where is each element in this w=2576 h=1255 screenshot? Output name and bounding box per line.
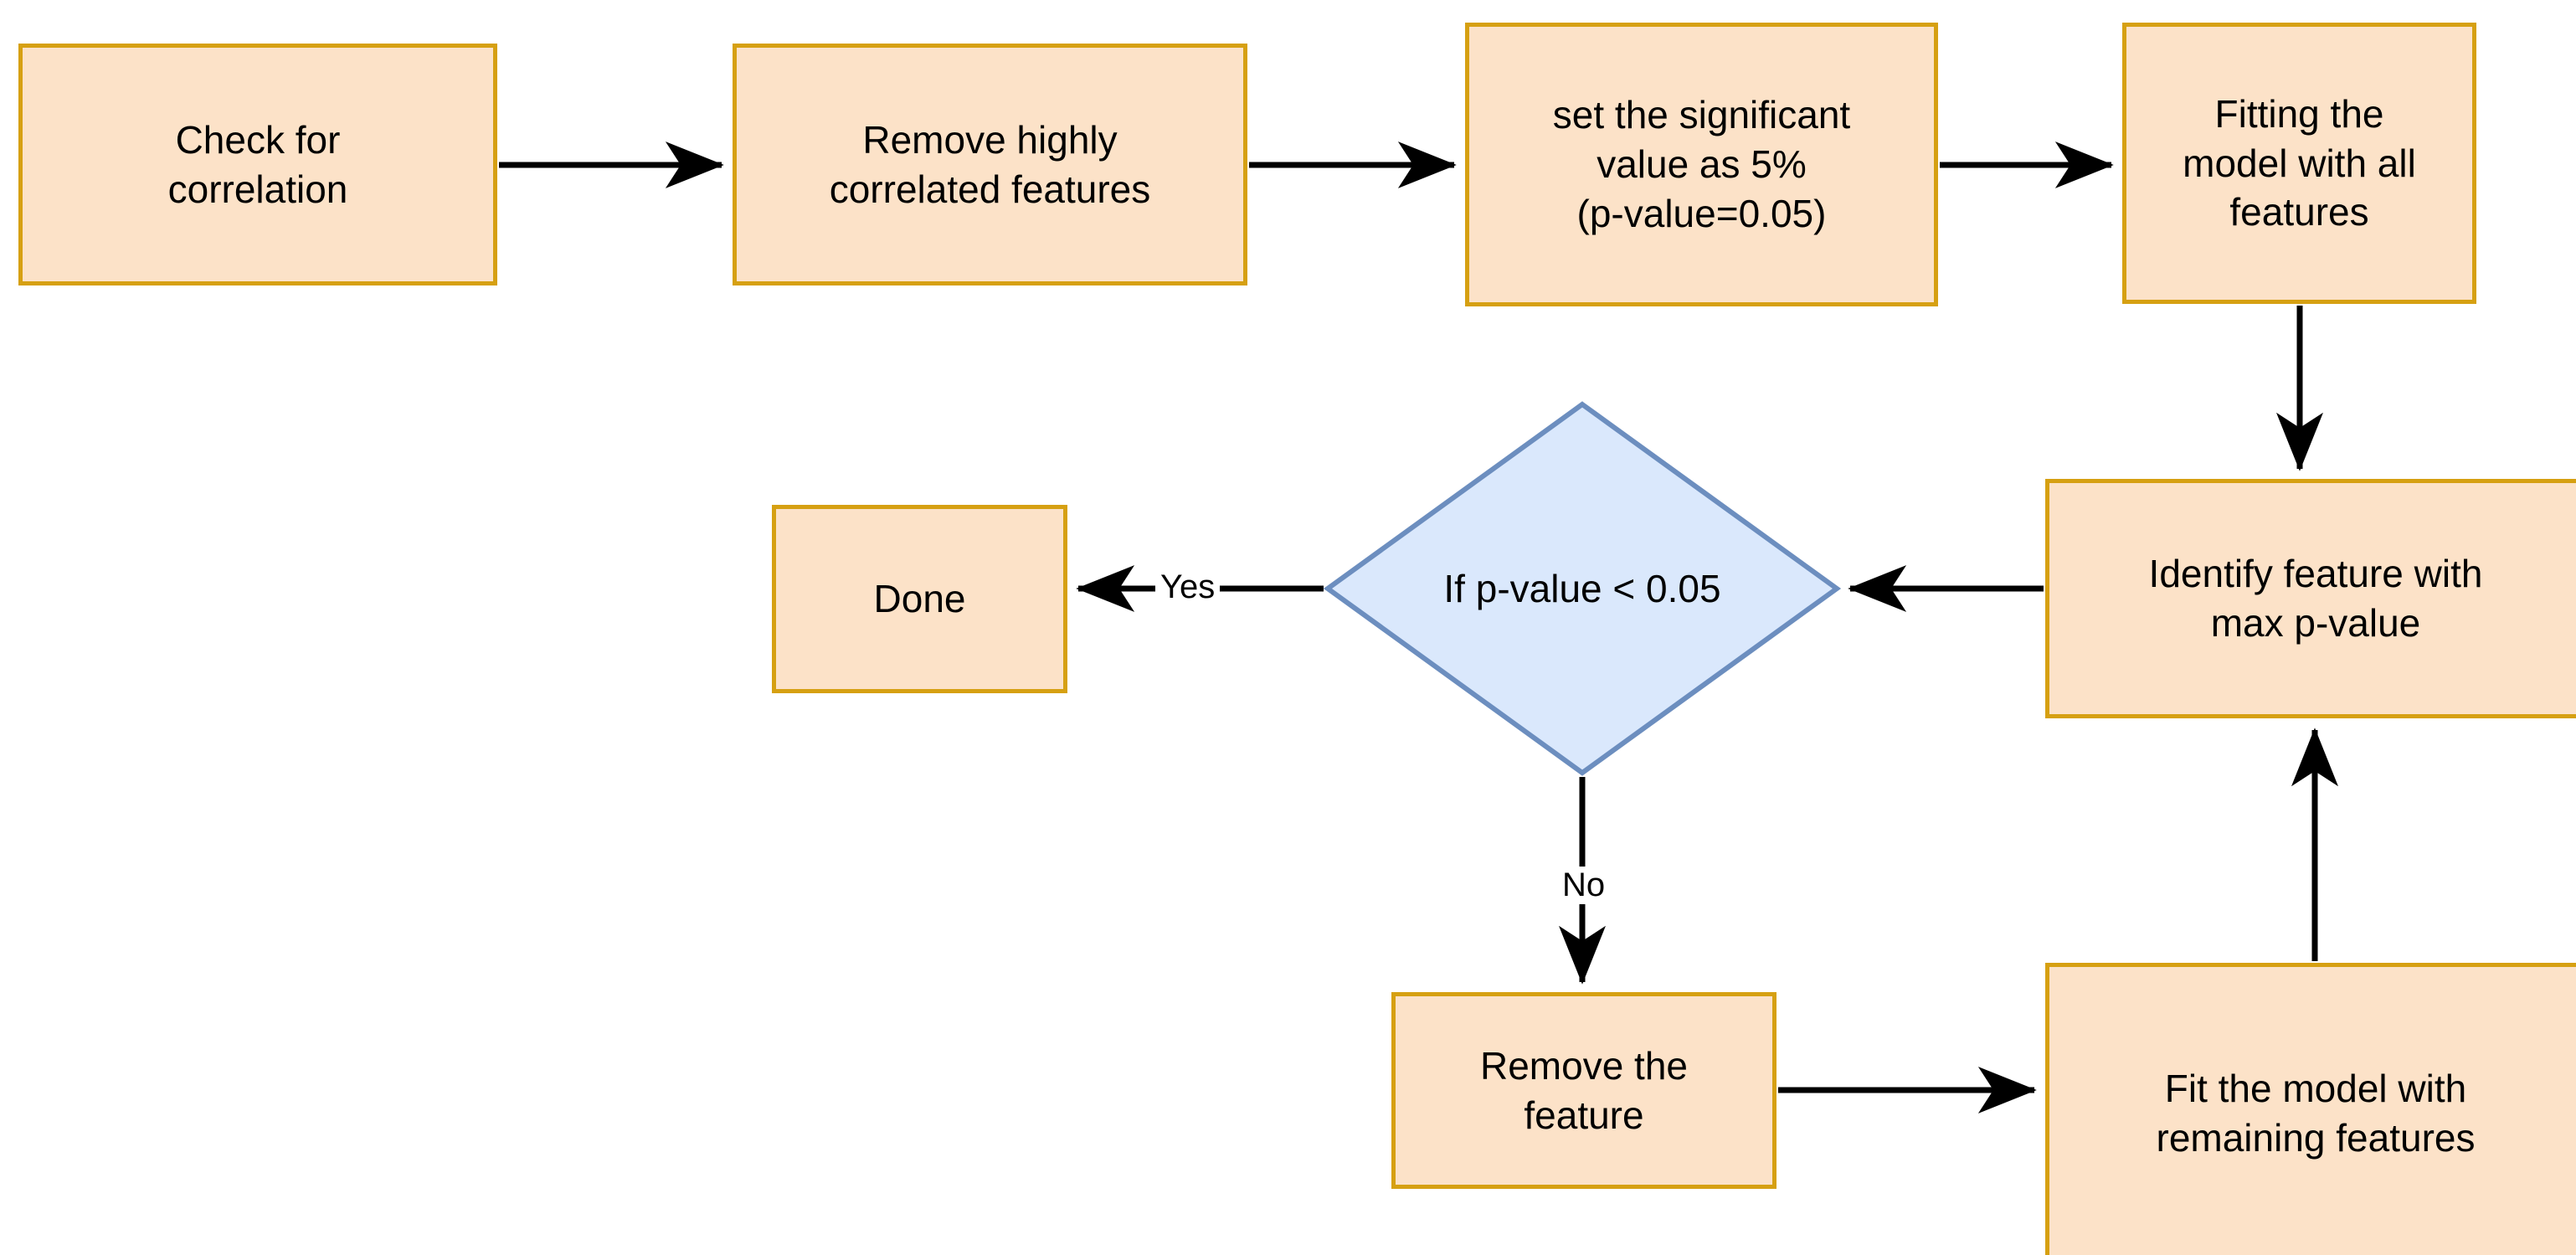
node-identify-max-pvalue[interactable]: Identify feature with max p-value	[2045, 479, 2576, 718]
node-remove-correlated[interactable]: Remove highly correlated features	[733, 44, 1247, 285]
node-label: Identify feature with max p-value	[2148, 552, 2483, 645]
edge-label-no: No	[1557, 867, 1611, 904]
node-label: set the significant value as 5% (p-value…	[1552, 93, 1851, 235]
node-done[interactable]: Done	[772, 505, 1067, 693]
node-decision-pvalue[interactable]: If p-value < 0.05	[1323, 401, 1842, 776]
edge-label-yes: Yes	[1155, 568, 1221, 606]
node-fit-remaining[interactable]: Fit the model with remaining features	[2045, 963, 2576, 1255]
node-label: Remove highly correlated features	[829, 117, 1151, 211]
node-remove-feature[interactable]: Remove the feature	[1391, 992, 1776, 1189]
node-set-significance[interactable]: set the significant value as 5% (p-value…	[1465, 23, 1938, 306]
node-label: Fit the model with remaining features	[2156, 1067, 2476, 1160]
node-label: Remove the feature	[1479, 1043, 1688, 1137]
node-label: Check for correlation	[167, 117, 348, 211]
node-fit-all-features[interactable]: Fitting the model with all features	[2122, 23, 2476, 304]
node-label: Fitting the model with all features	[2183, 91, 2416, 234]
node-label: Done	[873, 577, 966, 621]
node-check-correlation[interactable]: Check for correlation	[18, 44, 497, 285]
diamond-shape	[1323, 401, 1842, 776]
